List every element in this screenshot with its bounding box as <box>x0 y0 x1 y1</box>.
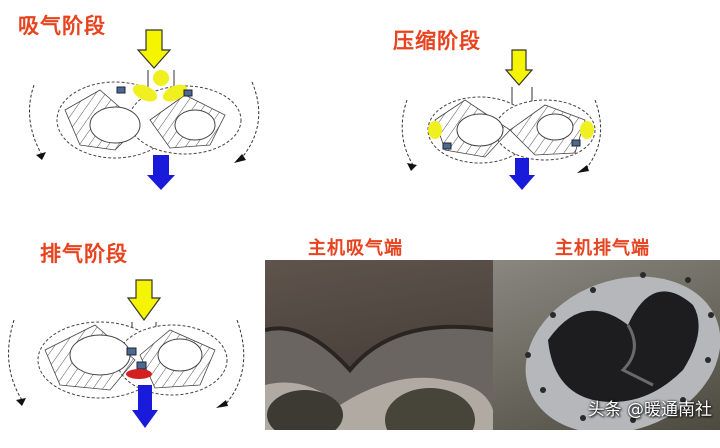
rotation-arrow-icon <box>234 154 246 163</box>
inlet-arrow-icon <box>504 49 534 86</box>
suction-end-photo <box>265 260 493 430</box>
rotor-housing-icon <box>427 96 596 164</box>
photo-title-suction-end: 主机吸气端 <box>308 238 403 259</box>
rotation-arrow-icon <box>407 163 417 171</box>
rotation-arrow-icon <box>577 165 589 173</box>
outlet-arrow-icon <box>147 155 175 190</box>
photo-title-discharge-end: 主机排气端 <box>555 238 650 259</box>
rotation-arrow-icon <box>16 398 26 406</box>
suction-stage-diagram <box>29 29 260 190</box>
outlet-arrow-icon <box>509 158 535 190</box>
inlet-arrow-icon <box>126 279 162 322</box>
discharge-end-photo: 头条 @暖通南社 <box>493 260 720 430</box>
outlet-arrow-icon <box>132 385 158 428</box>
rotation-arrow-icon <box>216 400 228 408</box>
stage-title-suction: 吸气阶段 <box>18 14 106 38</box>
compression-stage-diagram <box>401 49 602 190</box>
inlet-arrow-icon <box>136 29 172 69</box>
rotation-arrow-icon <box>36 152 46 160</box>
discharge-stage-diagram <box>8 279 245 428</box>
stage-title-compression: 压缩阶段 <box>393 29 481 53</box>
watermark: 头条 @暖通南社 <box>587 400 712 420</box>
rotor-housing-icon <box>56 81 242 159</box>
rotor-housing-icon <box>37 321 228 399</box>
stage-title-discharge: 排气阶段 <box>40 242 128 266</box>
